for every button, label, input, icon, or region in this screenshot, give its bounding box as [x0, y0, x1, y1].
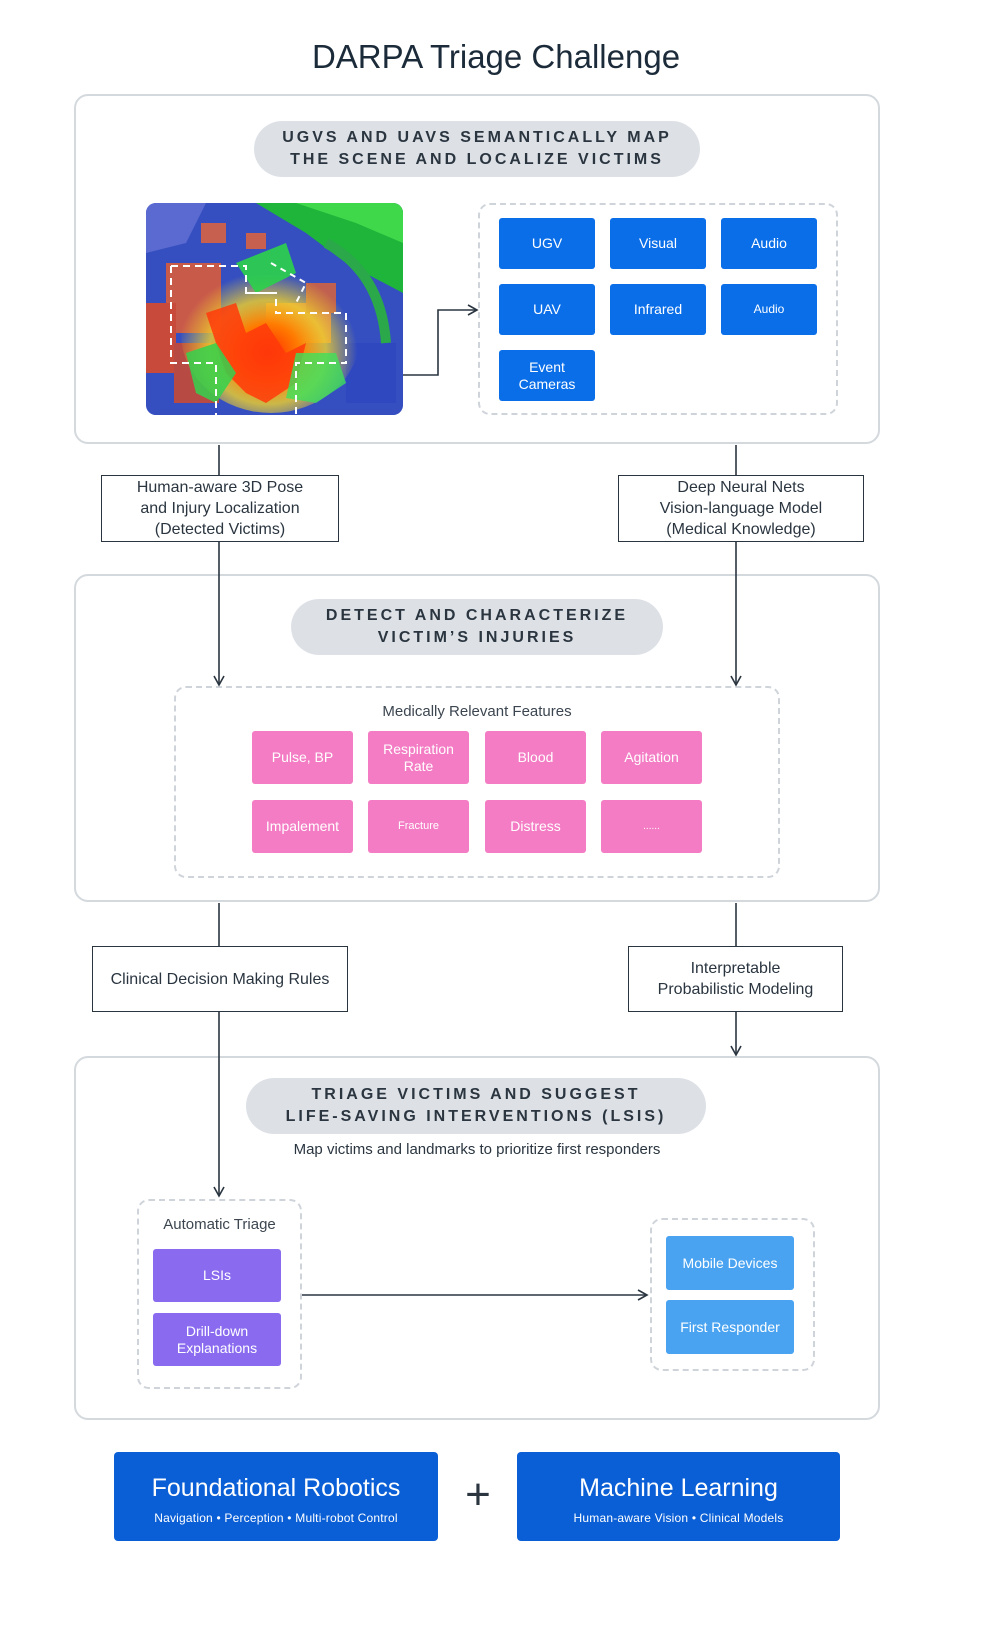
- pose-localization-line1: Human-aware 3D Pose: [136, 479, 304, 496]
- sensor-audio-2[interactable]: Audio: [721, 284, 817, 335]
- clinical-rules-label: Clinical Decision Making Rules: [110, 970, 330, 988]
- sensor-infrared[interactable]: Infrared: [610, 284, 706, 335]
- section-mapping-header-line2: THE SCENE AND LOCALIZE VICTIMS: [290, 151, 664, 168]
- section-triage-header: TRIAGE VICTIMS AND SUGGEST LIFE-SAVING I…: [246, 1078, 706, 1134]
- pose-localization-box: Human-aware 3D Pose and Injury Localizat…: [101, 475, 339, 542]
- neural-nets-line2: Vision-language Model: [659, 500, 823, 517]
- feature-fracture[interactable]: Fracture: [368, 800, 469, 853]
- machine-learning-card: Machine Learning Human-aware Vision • Cl…: [517, 1452, 840, 1541]
- sensor-ugv[interactable]: UGV: [499, 218, 595, 269]
- section-triage-header-line1: TRIAGE VICTIMS AND SUGGEST: [311, 1086, 641, 1103]
- feature-respiration-rate-label: Respiration Rate: [383, 740, 454, 774]
- feature-impalement[interactable]: Impalement: [252, 800, 353, 853]
- section-mapping-header: UGVS AND UAVS SEMANTICALLY MAP THE SCENE…: [254, 121, 700, 177]
- pose-localization-line2: and Injury Localization: [140, 500, 300, 517]
- automatic-triage-title: Automatic Triage: [163, 1216, 276, 1233]
- neural-nets-box: Deep Neural Nets Vision-language Model (…: [618, 475, 864, 542]
- map-to-sensors-arrow: [403, 304, 479, 376]
- foundational-robotics-card: Foundational Robotics Navigation • Perce…: [114, 1452, 438, 1541]
- feature-respiration-rate[interactable]: Respiration Rate: [368, 731, 469, 784]
- outputs-group: [650, 1218, 815, 1371]
- pose-localization-line3: (Detected Victims): [154, 521, 286, 538]
- sensor-visual[interactable]: Visual: [610, 218, 706, 269]
- sensor-uav[interactable]: UAV: [499, 284, 595, 335]
- section-injuries-header-line2: VICTIM’S INJURIES: [377, 629, 577, 646]
- section-triage-header-line2: LIFE-SAVING INTERVENTIONS (LSIS): [285, 1108, 667, 1125]
- features-title: Medically Relevant Features: [382, 703, 572, 720]
- page-title: DARPA Triage Challenge: [311, 38, 681, 75]
- neural-nets-line1: Deep Neural Nets: [677, 479, 805, 496]
- plus-icon: +: [465, 1470, 491, 1519]
- sensors-group: [478, 203, 838, 415]
- feature-blood[interactable]: Blood: [485, 731, 586, 784]
- feature-more[interactable]: ......: [601, 800, 702, 853]
- sensor-audio[interactable]: Audio: [721, 218, 817, 269]
- section-mapping-header-line1: UGVS AND UAVS SEMANTICALLY MAP: [282, 129, 672, 146]
- first-responder-button[interactable]: First Responder: [666, 1300, 794, 1354]
- feature-agitation[interactable]: Agitation: [601, 731, 702, 784]
- drill-down-explanations-label: Drill-down Explanations: [176, 1322, 258, 1356]
- feature-pulse-bp[interactable]: Pulse, BP: [252, 731, 353, 784]
- feature-distress[interactable]: Distress: [485, 800, 586, 853]
- foundational-robotics-subtitle: Navigation • Perception • Multi-robot Co…: [154, 1511, 398, 1525]
- sensor-event-cameras[interactable]: Event Cameras: [499, 350, 595, 401]
- features-group: [174, 686, 780, 878]
- section-triage-subtitle: Map victims and landmarks to prioritize …: [293, 1141, 661, 1158]
- foundational-robotics-title: Foundational Robotics: [151, 1474, 401, 1502]
- neural-nets-line3: (Medical Knowledge): [666, 521, 816, 538]
- section-injuries-header-line1: DETECT AND CHARACTERIZE: [325, 607, 629, 624]
- mobile-devices-button[interactable]: Mobile Devices: [666, 1236, 794, 1290]
- probabilistic-modeling-line2: Probabilistic Modeling: [657, 981, 814, 998]
- machine-learning-subtitle: Human-aware Vision • Clinical Models: [573, 1511, 784, 1525]
- drill-down-explanations-button[interactable]: Drill-down Explanations: [153, 1313, 281, 1366]
- probabilistic-modeling-line1: Interpretable: [690, 960, 781, 977]
- section-injuries-header: DETECT AND CHARACTERIZE VICTIM’S INJURIE…: [291, 599, 663, 655]
- automatic-triage-group: [137, 1199, 302, 1389]
- probabilistic-modeling-box: Interpretable Probabilistic Modeling: [628, 946, 843, 1012]
- machine-learning-title: Machine Learning: [579, 1474, 778, 1502]
- semantic-map-image: [146, 203, 403, 415]
- sensor-event-cameras-label: Event Cameras: [518, 358, 576, 392]
- lsis-button[interactable]: LSIs: [153, 1249, 281, 1302]
- clinical-rules-box: Clinical Decision Making Rules: [92, 946, 348, 1012]
